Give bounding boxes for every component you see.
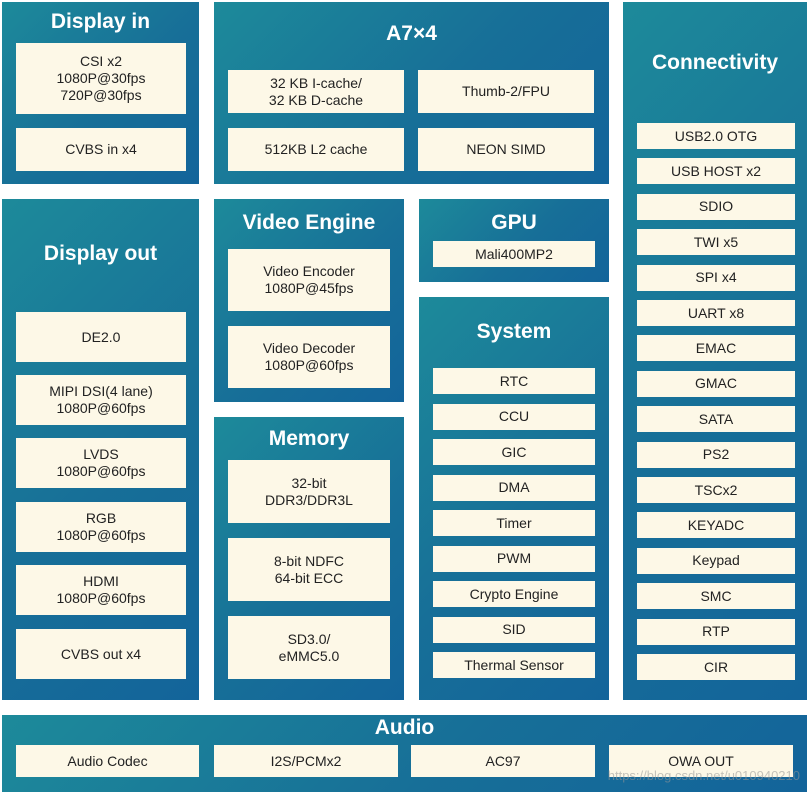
cpu-item: 32 KB I-cache/ 32 KB D-cache [228, 70, 404, 113]
video-engine-item: Video Decoder 1080P@60fps [228, 326, 390, 388]
memory-item: SD3.0/ eMMC5.0 [228, 616, 390, 679]
memory-item: 32-bit DDR3/DDR3L [228, 460, 390, 523]
connectivity-item: PS2 [637, 441, 795, 468]
system-item: GIC [433, 439, 595, 465]
display-out-block: Display out DE2.0 MIPI DSI(4 lane) 1080P… [2, 199, 199, 700]
connectivity-item: USB HOST x2 [637, 158, 795, 185]
audio-item: AC97 [411, 745, 595, 777]
display-in-item: CSI x2 1080P@30fps 720P@30fps [16, 43, 186, 114]
audio-item: OWA OUT [609, 745, 793, 777]
audio-item: Audio Codec [16, 745, 199, 777]
display-out-item: RGB 1080P@60fps [16, 502, 186, 552]
display-out-item: HDMI 1080P@60fps [16, 565, 186, 615]
display-out-item: LVDS 1080P@60fps [16, 438, 186, 488]
video-engine-title: Video Engine [242, 211, 376, 234]
cpu-title: A7×4 [386, 22, 437, 45]
connectivity-item: SMC [637, 583, 795, 610]
system-title: System [476, 320, 552, 343]
connectivity-item: GMAC [637, 370, 795, 397]
connectivity-block: Connectivity USB2.0 OTG USB HOST x2 SDIO TW… [623, 2, 807, 700]
memory-item: 8-bit NDFC 64-bit ECC [228, 538, 390, 601]
system-item: RTC [433, 368, 595, 394]
gpu-item: Mali400MP2 [433, 241, 595, 267]
audio-item: I2S/PCMx2 [214, 745, 398, 777]
video-engine-item: Video Encoder 1080P@45fps [228, 249, 390, 311]
connectivity-item: UART x8 [637, 300, 795, 326]
system-item: SID [433, 616, 595, 643]
connectivity-item: TWI x5 [637, 229, 795, 256]
connectivity-item: SPI x4 [637, 264, 795, 291]
system-item: CCU [433, 403, 595, 430]
display-in-block: Display in CSI x2 1080P@30fps 720P@30fps… [2, 2, 199, 184]
connectivity-item: SDIO [637, 193, 795, 220]
system-item: DMA [433, 474, 595, 501]
connectivity-item: KEYADC [637, 512, 795, 539]
gpu-block: GPU Mali400MP2 [419, 199, 609, 282]
display-in-title: Display in [50, 10, 151, 33]
system-item: PWM [433, 545, 595, 572]
connectivity-title: Connectivity [651, 51, 779, 74]
connectivity-item: CIR [637, 654, 795, 680]
connectivity-item: EMAC [637, 335, 795, 362]
cpu-item: NEON SIMD [418, 128, 594, 171]
display-out-item: CVBS out x4 [16, 629, 186, 679]
cpu-item: 512KB L2 cache [228, 128, 404, 171]
system-item: Timer [433, 510, 595, 536]
display-out-title: Display out [43, 242, 158, 265]
video-engine-block: Video Engine Video Encoder 1080P@45fps V… [214, 199, 404, 402]
audio-block: Audio Audio Codec I2S/PCMx2 AC97 OWA OUT [2, 715, 807, 792]
memory-block: Memory 32-bit DDR3/DDR3L 8-bit NDFC 64-b… [214, 417, 404, 700]
watermark-text: https://blog.csdn.net/u010940210 [607, 768, 800, 783]
cpu-item: Thumb-2/FPU [418, 70, 594, 113]
connectivity-item: USB2.0 OTG [637, 123, 795, 149]
connectivity-item: TSCx2 [637, 477, 795, 503]
connectivity-item: SATA [637, 406, 795, 433]
connectivity-item: RTP [637, 618, 795, 645]
display-out-item: DE2.0 [16, 312, 186, 362]
cpu-block: A7×4 32 KB I-cache/ 32 KB D-cache Thumb-… [214, 2, 609, 184]
gpu-title: GPU [491, 211, 537, 234]
audio-title: Audio [374, 716, 435, 739]
system-item: Thermal Sensor [433, 652, 595, 678]
connectivity-item: Keypad [637, 547, 795, 574]
display-in-item: CVBS in x4 [16, 128, 186, 171]
system-item: Crypto Engine [433, 581, 595, 607]
display-out-item: MIPI DSI(4 lane) 1080P@60fps [16, 375, 186, 425]
memory-title: Memory [268, 427, 350, 450]
